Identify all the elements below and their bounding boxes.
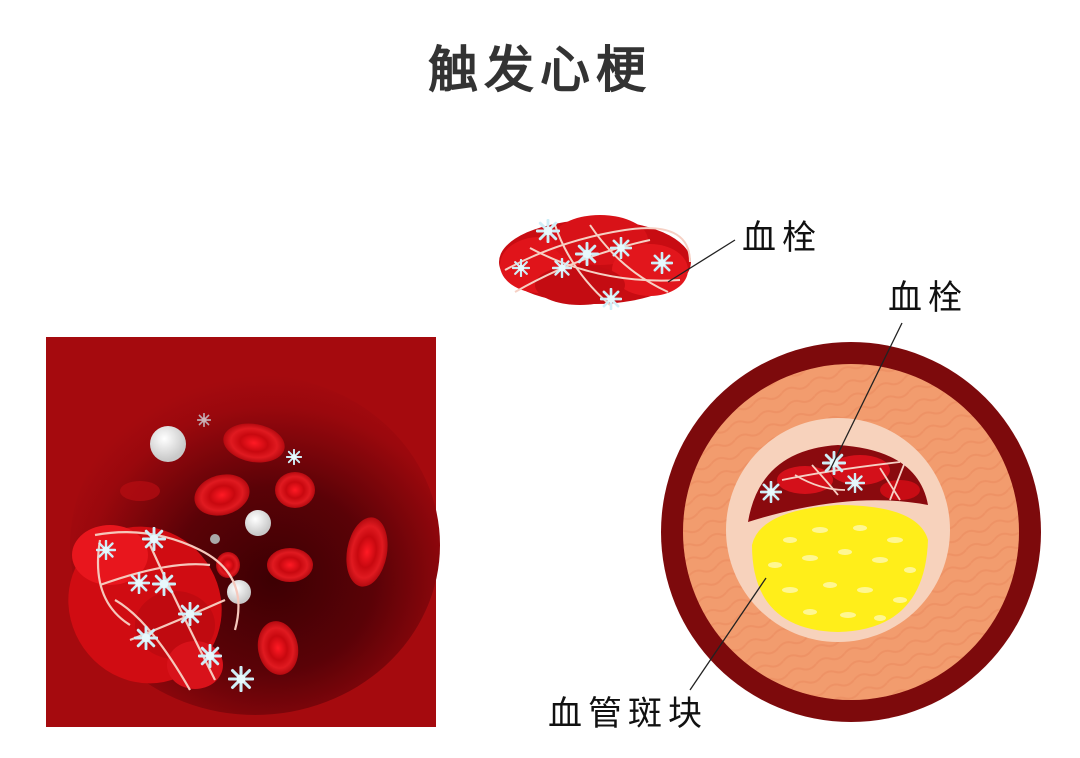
lumen-clot [760, 451, 920, 503]
page-title: 触发心梗 [428, 41, 652, 99]
white-blood-cells [150, 426, 271, 604]
label-blood-clot-artery: 血栓 [888, 278, 968, 318]
vessel-interior-panel [46, 337, 440, 727]
isolated-blood-clot [499, 215, 736, 310]
label-blood-clot: 血栓 [742, 218, 822, 258]
artery-cross-section [661, 322, 1041, 722]
label-vascular-plaque: 血管斑块 [548, 694, 708, 734]
plaque-texture [768, 525, 916, 621]
clot-clump [68, 413, 302, 692]
red-blood-cells [120, 423, 388, 675]
